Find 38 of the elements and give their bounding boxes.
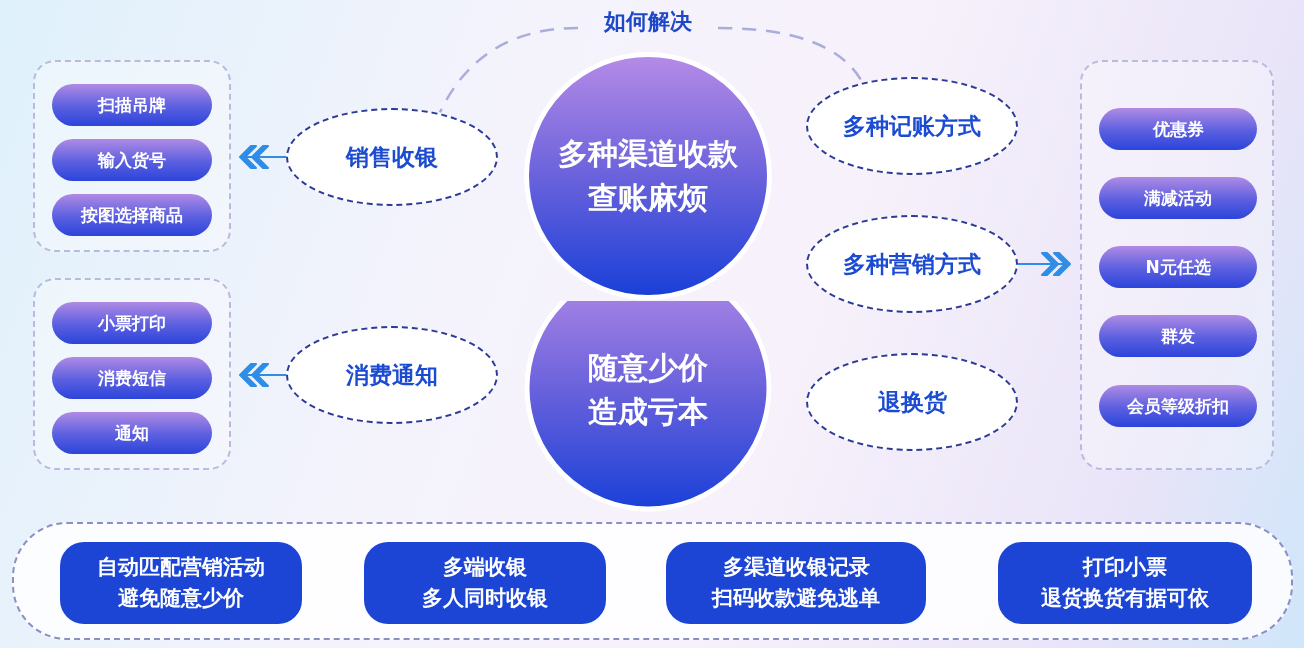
feature-pill: 输入货号 bbox=[52, 139, 212, 181]
feature-pill: N元任选 bbox=[1099, 246, 1257, 288]
feature-pill: 优惠券 bbox=[1099, 108, 1257, 150]
feature-pill: 按图选择商品 bbox=[52, 194, 212, 236]
solution-box bbox=[364, 542, 606, 624]
box-text: 打印小票 bbox=[1083, 554, 1167, 581]
circle-text: 查账麻烦 bbox=[588, 179, 708, 217]
topic-ellipse: 多种记账方式 bbox=[806, 77, 1018, 175]
group-panel bbox=[33, 60, 231, 252]
box-text: 多端收银 bbox=[443, 554, 527, 581]
circle-text: 造成亏本 bbox=[588, 392, 708, 431]
heading-text: 如何解决 bbox=[580, 4, 716, 40]
topic-ellipse: 销售收银 bbox=[286, 108, 498, 206]
solution-box bbox=[666, 542, 926, 624]
box-text: 扫码收款避免逃单 bbox=[712, 585, 880, 612]
solution-box bbox=[998, 542, 1252, 624]
box-text: 自动匹配营销活动 bbox=[97, 554, 265, 581]
group-panel bbox=[1080, 60, 1274, 470]
topic-ellipse: 多种营销方式 bbox=[806, 215, 1018, 313]
circle-text: 多种渠道收款 bbox=[558, 135, 738, 173]
topic-ellipse: 消费通知 bbox=[286, 326, 498, 424]
feature-pill: 群发 bbox=[1099, 315, 1257, 357]
feature-pill: 满减活动 bbox=[1099, 177, 1257, 219]
dashed-arc bbox=[438, 26, 579, 113]
group-panel bbox=[33, 278, 231, 470]
circle-text: 随意少价 bbox=[588, 348, 708, 387]
feature-pill: 扫描吊牌 bbox=[52, 84, 212, 126]
feature-pill: 通知 bbox=[52, 412, 212, 454]
solution-box bbox=[60, 542, 302, 624]
box-text: 多人同时收银 bbox=[422, 585, 548, 612]
box-text: 退货换货有据可依 bbox=[1041, 585, 1209, 612]
feature-pill: 会员等级折扣 bbox=[1099, 385, 1257, 427]
topic-ellipse: 退换货 bbox=[806, 353, 1018, 451]
box-text: 避免随意少价 bbox=[118, 585, 244, 612]
feature-pill: 消费短信 bbox=[52, 357, 212, 399]
box-text: 多渠道收银记录 bbox=[722, 554, 870, 581]
feature-pill: 小票打印 bbox=[52, 302, 212, 344]
dashed-arc bbox=[717, 26, 864, 83]
